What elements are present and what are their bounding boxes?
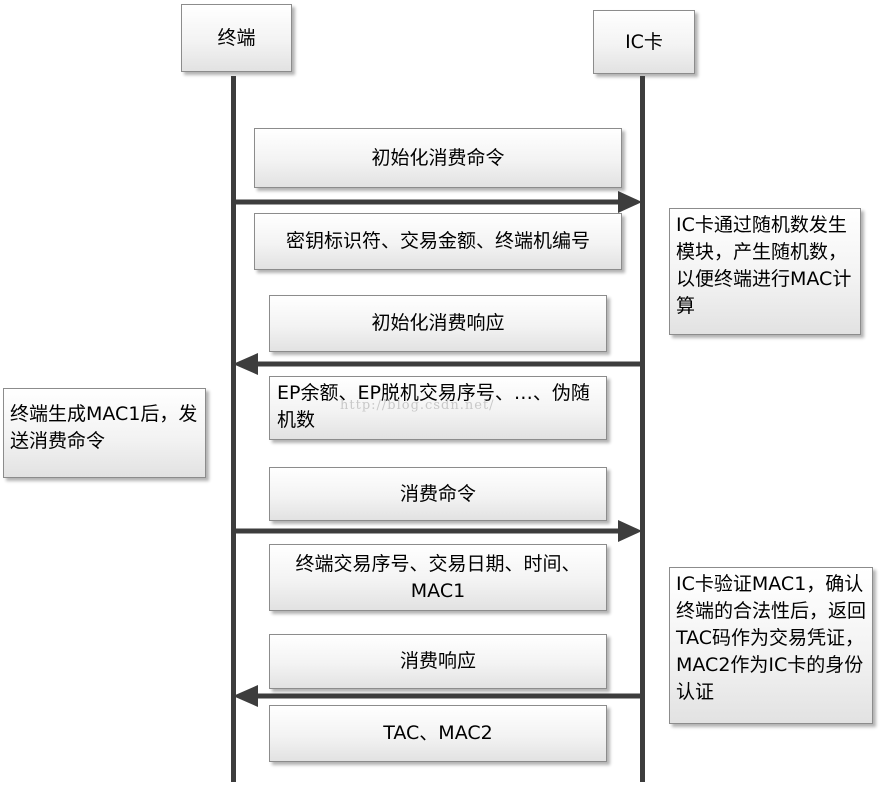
note-terminal-mac1-text: 终端生成MAC1后，发送消费命令 [10, 403, 198, 452]
note-card-random: IC卡通过随机数发生模块，产生随机数，以便终端进行MAC计算 [669, 208, 861, 335]
watermark-text: http://blog.csdn.net/ [340, 398, 495, 413]
arrow-purchase-command [234, 520, 642, 542]
card-header: IC卡 [593, 10, 695, 74]
purchase-response-label: 消费响应 [269, 634, 607, 689]
purchase-command-text: 消费命令 [399, 482, 476, 505]
note-card-verify: IC卡验证MAC1，确认终端的合法性后，返回TAC码作为交易凭证，MAC2作为I… [669, 567, 873, 724]
card-lifeline [640, 76, 645, 782]
note-card-random-text: IC卡通过随机数发生模块，产生随机数，以便终端进行MAC计算 [676, 214, 852, 317]
purchase-command-label: 消费命令 [269, 467, 607, 521]
arrow-purchase-response [233, 685, 642, 707]
init-purchase-command-label: 初始化消费命令 [254, 128, 622, 188]
arrow-init-purchase-response [233, 353, 642, 375]
init-purchase-response-label: 初始化消费响应 [269, 295, 607, 352]
watermark: http://blog.csdn.net/ [340, 398, 495, 413]
purchase-command-data-text: 终端交易序号、交易日期、时间、MAC1 [295, 552, 581, 602]
arrow-init-purchase-command [234, 191, 642, 213]
init-purchase-command-data-text: 密钥标识符、交易金额、终端机编号 [285, 230, 590, 252]
init-purchase-command-text: 初始化消费命令 [371, 146, 505, 169]
terminal-header-label: 终端 [217, 26, 256, 49]
init-purchase-response-data: EP余额、EP脱机交易序号、…、伪随机数 [269, 376, 607, 440]
note-card-verify-text: IC卡验证MAC1，确认终端的合法性后，返回TAC码作为交易凭证，MAC2作为I… [676, 573, 867, 703]
terminal-lifeline [231, 76, 236, 782]
purchase-command-data: 终端交易序号、交易日期、时间、MAC1 [269, 544, 607, 611]
purchase-response-data: TAC、MAC2 [269, 705, 607, 762]
init-purchase-command-data: 密钥标识符、交易金额、终端机编号 [254, 213, 622, 270]
terminal-header: 终端 [181, 4, 292, 72]
init-purchase-response-data-text: EP余额、EP脱机交易序号、…、伪随机数 [277, 382, 590, 431]
card-header-label: IC卡 [625, 30, 663, 53]
note-terminal-mac1: 终端生成MAC1后，发送消费命令 [3, 388, 206, 478]
purchase-response-text: 消费响应 [399, 650, 476, 672]
init-purchase-response-text: 初始化消费响应 [371, 312, 505, 334]
purchase-response-data-text: TAC、MAC2 [383, 722, 493, 744]
